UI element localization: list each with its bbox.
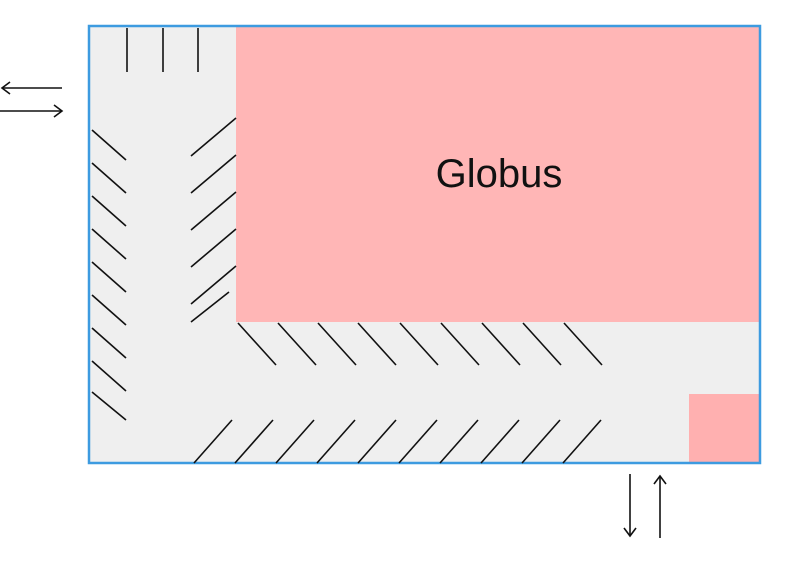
stall-line (91, 261, 127, 293)
stall-line (237, 322, 277, 366)
stall-line (234, 419, 274, 464)
stall-line (91, 327, 127, 359)
stall-line (91, 294, 127, 326)
parking-stalls-middle-row (237, 322, 603, 366)
globus-label: Globus (436, 152, 563, 196)
stall-line (190, 154, 237, 194)
stall-line (399, 322, 439, 366)
stall-line (91, 228, 127, 260)
stall-line (562, 419, 602, 464)
stall-line (190, 191, 237, 231)
bidirectional-horizontal-arrows-icon (0, 81, 64, 118)
stall-line (91, 195, 127, 227)
stall-line (190, 117, 237, 157)
stall-line (398, 419, 438, 464)
globus-block (236, 26, 760, 322)
stall-line (193, 419, 233, 464)
parking-stalls-left-inner (190, 117, 237, 323)
parking-markings (91, 28, 603, 464)
stall-line (91, 129, 127, 161)
stall-line (481, 322, 521, 366)
small-block (689, 394, 760, 463)
stall-line (357, 322, 397, 366)
parking-stalls-bottom-row (193, 419, 602, 464)
stall-line (439, 419, 479, 464)
stall-line (522, 322, 562, 366)
stall-line (563, 322, 603, 366)
site-outline (87, 24, 762, 465)
stall-line (480, 419, 520, 464)
parking-stalls-top (126, 28, 199, 72)
stall-line (317, 322, 357, 366)
stall-line (440, 322, 480, 366)
stall-line (357, 419, 397, 464)
parking-stalls-left-outer (91, 129, 127, 421)
stall-line (275, 419, 315, 464)
stall-line (91, 360, 127, 392)
stall-line (190, 291, 230, 323)
stall-line (190, 228, 237, 268)
stall-line (277, 322, 317, 366)
bidirectional-vertical-arrows-icon (623, 474, 667, 538)
stall-line (91, 162, 127, 194)
stall-line (91, 391, 127, 421)
stall-line (521, 419, 561, 464)
stall-line (190, 265, 237, 305)
stall-line (316, 419, 356, 464)
